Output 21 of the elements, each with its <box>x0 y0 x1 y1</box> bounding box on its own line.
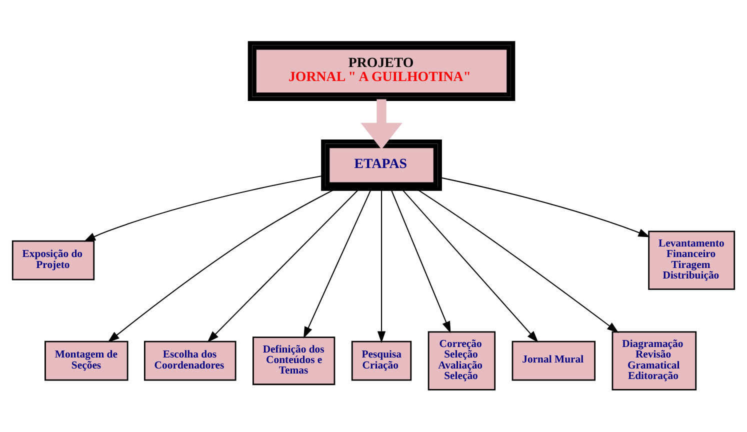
arrow <box>401 188 538 342</box>
arrow <box>360 98 402 149</box>
node-box: Definição dos Conteúdos e Temas <box>252 336 336 385</box>
node-box: Escolha dos Coordenadores <box>144 340 236 380</box>
arrow <box>108 188 336 342</box>
arrow <box>440 176 650 237</box>
node-box: Jornal Mural <box>512 340 596 380</box>
node-box: Exposição do Projeto <box>12 240 95 280</box>
node-box: Correção Seleção Avaliação Seleção <box>428 330 496 390</box>
arrow <box>84 174 324 242</box>
node-box: Diagramação Revisão Gramatical Editoração <box>612 330 697 390</box>
arrow <box>303 188 372 338</box>
node-box: PROJETO JORNAL " A GUILHOTINA" <box>248 40 516 101</box>
node-box: Montagem de Seções <box>44 340 128 380</box>
arrow <box>207 188 360 342</box>
node-box: Pesquisa Criação <box>351 340 412 380</box>
arrow <box>390 188 451 333</box>
node-box: ETAPAS <box>321 139 442 190</box>
arrow <box>416 188 619 332</box>
arrow <box>377 188 386 342</box>
node-box: Levantamento Financeiro Tiragem Distribuição <box>648 230 736 290</box>
